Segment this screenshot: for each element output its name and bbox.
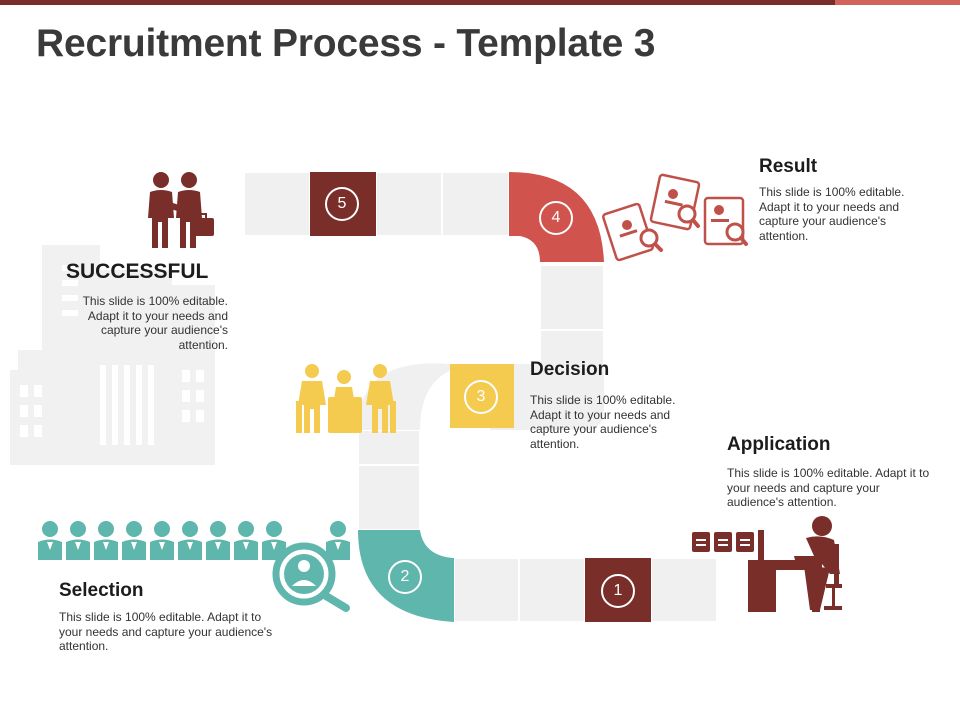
candidates-row-icon [38, 521, 350, 560]
step-5-badge: 5 [325, 187, 359, 221]
desk-worker-icon [692, 516, 842, 612]
decision-heading: Decision [530, 359, 610, 380]
step-2-badge: 2 [388, 560, 422, 594]
successful-heading: SUCCESSFUL [66, 260, 209, 283]
result-heading: Result [759, 156, 818, 177]
selection-description: This slide is 100% editable. Adapt it to… [59, 610, 273, 653]
application-description: This slide is 100% editable. Adapt it to… [727, 466, 930, 509]
step-3-badge: 3 [464, 380, 498, 414]
step-1-badge: 1 [601, 574, 635, 608]
step-4-badge: 4 [539, 201, 573, 235]
candidate-search-icon [272, 542, 350, 612]
top-accent-bar-highlight [835, 0, 960, 5]
top-accent-bar [0, 0, 835, 5]
resume-search-icon [602, 173, 748, 262]
result-description: This slide is 100% editable. Adapt it to… [759, 185, 905, 243]
selection-heading: Selection [59, 580, 144, 601]
handshake-icon [148, 172, 214, 248]
application-heading: Application [727, 434, 831, 455]
meeting-table-icon [296, 364, 396, 433]
successful-description: This slide is 100% editable. Adapt it to… [82, 294, 228, 352]
decision-description: This slide is 100% editable. Adapt it to… [530, 393, 676, 451]
slide-title: Recruitment Process - Template 3 [36, 22, 656, 65]
